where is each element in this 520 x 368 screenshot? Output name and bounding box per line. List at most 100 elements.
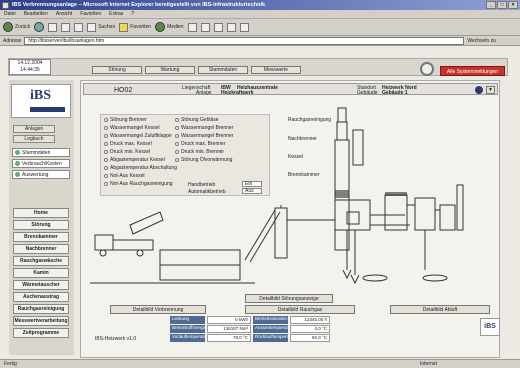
area-label: Liegenschaft bbox=[182, 85, 211, 91]
close-button[interactable]: × bbox=[508, 1, 518, 9]
status-item: Störung Brenner bbox=[104, 117, 147, 123]
sidebar-item-rauchgaswaesche[interactable]: Rauchgaswäsche bbox=[13, 256, 69, 266]
sidebar-item-nachbrenner[interactable]: Nachbrenner bbox=[13, 244, 69, 254]
info-icon[interactable] bbox=[475, 86, 483, 94]
diagram-label: Rauchgasreinigung bbox=[288, 117, 332, 123]
tab-stoerungsanzeige[interactable]: Detailbild Störungsanzeige bbox=[245, 294, 333, 303]
minimize-button[interactable]: _ bbox=[486, 1, 496, 9]
sidebar-item-messwerte[interactable]: Messwertverarbeitung bbox=[13, 316, 69, 326]
sidebar-item-zeitprogramme[interactable]: Zeitprogramme bbox=[13, 328, 69, 338]
sidebar-item-aschenaustrag[interactable]: Aschenaustrag bbox=[13, 292, 69, 302]
table-row: Vorlauftemperatur 79,0 °C Rücklauftemper… bbox=[170, 334, 330, 342]
auto-value: Aus bbox=[242, 188, 262, 194]
history-icon[interactable] bbox=[187, 22, 197, 32]
media-button[interactable]: Medien bbox=[155, 22, 184, 32]
home-icon[interactable] bbox=[74, 22, 84, 32]
truck-bed bbox=[112, 239, 154, 251]
location-value: Heizwerk Nord bbox=[382, 85, 417, 91]
diagram-label: Nachbrenner bbox=[288, 136, 317, 142]
tab-abluft[interactable]: Detailbild Abluft bbox=[390, 305, 490, 314]
process-diagram bbox=[90, 107, 464, 285]
nav-button-messwerte[interactable]: Messwerte bbox=[251, 66, 301, 74]
ibs-logo bbox=[11, 84, 71, 118]
nav-button-wartung[interactable]: Wartung bbox=[145, 66, 195, 74]
sidebar-link-auswertung[interactable]: Auswertung bbox=[12, 170, 70, 179]
nav-button-stammdaten[interactable]: Stammdaten bbox=[198, 66, 248, 74]
plant-value: Heizkraftwerk bbox=[221, 90, 254, 96]
sidebar-item-waermetauscher[interactable]: Wärmetauscher bbox=[13, 280, 69, 290]
media-icon bbox=[155, 22, 166, 32]
sidebar-item-stoerung[interactable]: Störung bbox=[13, 220, 69, 230]
table-row: Leistung 0 kWh Betriebsstunden 12345,00 … bbox=[170, 316, 330, 324]
status-item: Wassermangel Brenner bbox=[175, 133, 233, 139]
mail-icon[interactable] bbox=[200, 22, 210, 32]
back-button[interactable]: Zurück bbox=[3, 22, 30, 32]
print-icon[interactable] bbox=[213, 22, 223, 32]
building-label: Gebäude bbox=[357, 90, 378, 96]
all-messages-button[interactable]: Alle Systemmeldungen bbox=[440, 66, 505, 76]
browser-toolbar: Zurück Suchen Favoriten Medien bbox=[0, 19, 520, 36]
sidebar-item-kamin[interactable]: Kamin bbox=[13, 268, 69, 278]
sidebar-item-brennkammer[interactable]: Brennkammer bbox=[13, 232, 69, 242]
go-button[interactable]: Wechseln zu bbox=[467, 37, 496, 44]
date-time-box: 14.12.2004 14:44:35 bbox=[9, 59, 51, 75]
refresh-icon[interactable] bbox=[61, 22, 71, 32]
refresh-cycle-icon[interactable] bbox=[420, 62, 434, 76]
star-icon bbox=[119, 22, 129, 32]
truck-tipper bbox=[129, 211, 164, 235]
location-label: Standort bbox=[357, 85, 376, 91]
building-value: Gebäude 1 bbox=[382, 90, 408, 96]
time-label: 14:44:35 bbox=[20, 67, 40, 73]
sidebar-link-verbrauch[interactable]: Verbrauch/Kosten bbox=[12, 159, 70, 168]
menu-help[interactable]: ? bbox=[131, 11, 135, 17]
plant-label: Anlage bbox=[196, 90, 212, 96]
date-label: 14.12.2004 bbox=[17, 60, 43, 66]
diagram-label: Brennkammer bbox=[288, 172, 320, 178]
menu-file[interactable]: Datei bbox=[4, 11, 16, 17]
boiler-shape bbox=[334, 199, 371, 231]
address-label: Adresse bbox=[3, 37, 22, 44]
hand-value: Ein bbox=[242, 181, 262, 187]
search-icon bbox=[87, 22, 97, 32]
anlagen-button[interactable]: Anlagen bbox=[13, 125, 55, 133]
messenger-icon[interactable] bbox=[239, 22, 249, 32]
sidebar-item-rauchgasreinigung[interactable]: Rauchgasreinigung bbox=[13, 304, 69, 314]
sidebar-item-home[interactable]: Home bbox=[13, 208, 69, 218]
sidebar-link-stammdaten[interactable]: Stammdaten bbox=[12, 148, 70, 157]
bullet-icon bbox=[15, 172, 20, 177]
stop-icon[interactable] bbox=[48, 22, 58, 32]
forward-icon[interactable] bbox=[34, 22, 45, 32]
chimney-top bbox=[336, 121, 348, 141]
menu-view[interactable]: Ansicht bbox=[55, 11, 73, 17]
favorites-button[interactable]: Favoriten bbox=[119, 22, 151, 32]
dropdown-chevron-icon[interactable]: ▼ bbox=[486, 86, 495, 94]
status-text: Fertig bbox=[4, 361, 17, 367]
search-button[interactable]: Suchen bbox=[87, 22, 115, 32]
maximize-button[interactable]: □ bbox=[497, 1, 507, 9]
status-item: Abgastemperatur Abschaltung bbox=[104, 165, 177, 171]
menu-bar: Datei Bearbeiten Ansicht Favoriten Extra… bbox=[0, 10, 520, 19]
nachbrenner-shape bbox=[352, 129, 364, 166]
status-list bbox=[100, 114, 270, 196]
status-item: Wassermangel Brenner bbox=[175, 125, 233, 131]
menu-edit[interactable]: Bearbeiten bbox=[23, 11, 48, 17]
status-item: Druck min. Kessel bbox=[104, 149, 150, 155]
zone-text: Internet bbox=[420, 361, 437, 367]
menu-tools[interactable]: Extras bbox=[109, 11, 124, 17]
address-bar: Adresse http://ibsserver/ibs/ibsanlagen.… bbox=[0, 36, 520, 46]
address-input[interactable]: http://ibsserver/ibs/ibsanlagen.htm bbox=[24, 36, 465, 45]
edit-icon[interactable] bbox=[226, 22, 236, 32]
ibs-logo-small: iBS bbox=[480, 318, 500, 336]
status-item: Druck max. Kessel bbox=[104, 141, 152, 147]
logbuch-button[interactable]: Logbuch bbox=[13, 135, 55, 143]
hand-label: Handbetrieb bbox=[188, 182, 216, 188]
tab-rauchgas[interactable]: Detailbild Rauchgas bbox=[245, 305, 355, 314]
tab-verbrennung[interactable]: Detailbild Verbrennung bbox=[110, 305, 206, 314]
bullet-icon bbox=[15, 150, 20, 155]
truck-cab bbox=[94, 234, 114, 251]
diagram-label: Kessel bbox=[288, 154, 304, 160]
window-title-bar: IBS Verbrennungsanlage – Microsoft Inter… bbox=[0, 0, 520, 10]
logo-text: iBS bbox=[30, 88, 52, 103]
nav-button-stoerung[interactable]: Störung bbox=[92, 66, 142, 74]
menu-favorites[interactable]: Favoriten bbox=[80, 11, 102, 17]
